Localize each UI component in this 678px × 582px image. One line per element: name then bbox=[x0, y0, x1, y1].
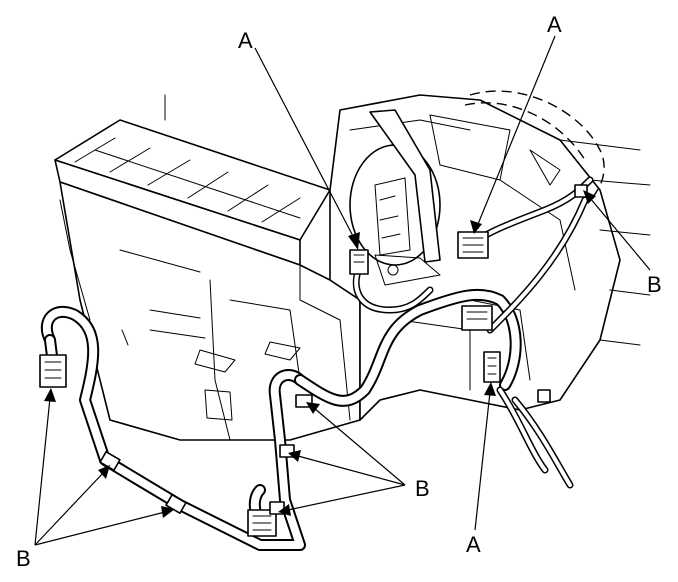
callout-a-bottom: A bbox=[466, 532, 481, 557]
connector-a-lower-right bbox=[483, 351, 501, 383]
connector-center bbox=[461, 305, 493, 331]
callout-a-top-right: A bbox=[547, 12, 562, 37]
connector-a-left-center bbox=[349, 249, 369, 275]
connector-left bbox=[39, 354, 67, 388]
callout-b-right: B bbox=[647, 272, 662, 297]
callout-b-bottom-left: B bbox=[16, 546, 31, 571]
callout-a-top-left: A bbox=[238, 28, 253, 53]
callout-b-bottom-center: B bbox=[415, 476, 430, 501]
leader-lines bbox=[34, 35, 651, 546]
connector-a-upper-right bbox=[457, 231, 489, 259]
wire-harness bbox=[40, 90, 605, 551]
